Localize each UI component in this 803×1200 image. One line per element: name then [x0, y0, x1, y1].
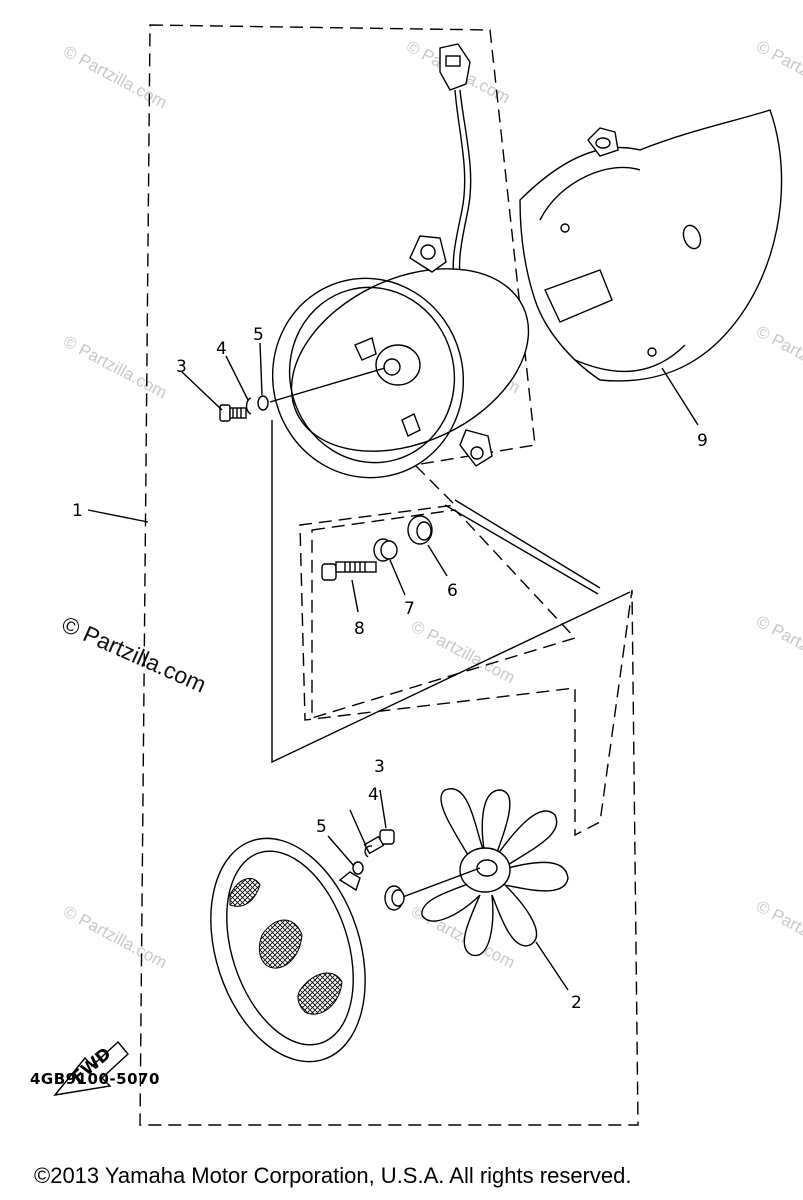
callout-9: 9 [697, 431, 708, 451]
fan-shroud [519, 109, 783, 382]
drain-tube-edge [454, 499, 601, 589]
callout-4-upper: 4 [216, 339, 227, 359]
watermark: © Partzilla.com [753, 37, 803, 108]
bolt-group [321, 515, 448, 613]
copyright-notice: ©2013 Yamaha Motor Corporation, U.S.A. A… [34, 1163, 632, 1188]
callout-3-lower: 3 [374, 757, 385, 777]
callout-6: 6 [447, 581, 458, 601]
leader-2 [535, 941, 569, 991]
callout-5-lower: 5 [316, 817, 327, 837]
callout-7: 7 [404, 599, 415, 619]
callout-1: 1 [72, 501, 83, 521]
upper-screw-set [181, 342, 269, 422]
callout-2: 2 [571, 993, 582, 1013]
assembly-boundary [139, 24, 639, 1126]
watermark: © Partzilla.com [753, 322, 803, 393]
fan-blade [421, 788, 569, 957]
diagram-part-code: 4GB9100-5070 [30, 1070, 160, 1088]
watermark-prominent: © Partzilla.com [58, 611, 210, 698]
leader-1 [87, 509, 149, 523]
leader-9 [661, 367, 699, 426]
watermark: © Partzilla.com [60, 902, 170, 973]
watermark: © Partzilla.com [60, 42, 170, 113]
bolt-group-boundary [311, 509, 577, 719]
callout-5-upper: 5 [253, 325, 264, 345]
fan-motor [271, 235, 530, 479]
wire-harness [439, 43, 472, 293]
watermark: © Partzilla.com [753, 897, 803, 968]
shaft-line [269, 367, 386, 403]
callout-8: 8 [354, 619, 365, 639]
lower-screw-set [327, 789, 405, 911]
callout-3-upper: 3 [176, 357, 187, 377]
assembly-frame [271, 420, 631, 764]
watermark: © Partzilla.com [60, 332, 170, 403]
watermark: © Partzilla.com [408, 617, 518, 688]
fan-guard [210, 837, 366, 1063]
drain-tube [444, 504, 599, 595]
blade-axis [399, 867, 481, 899]
callout-4-lower: 4 [368, 785, 379, 805]
watermark: © Partzilla.com [753, 612, 803, 683]
